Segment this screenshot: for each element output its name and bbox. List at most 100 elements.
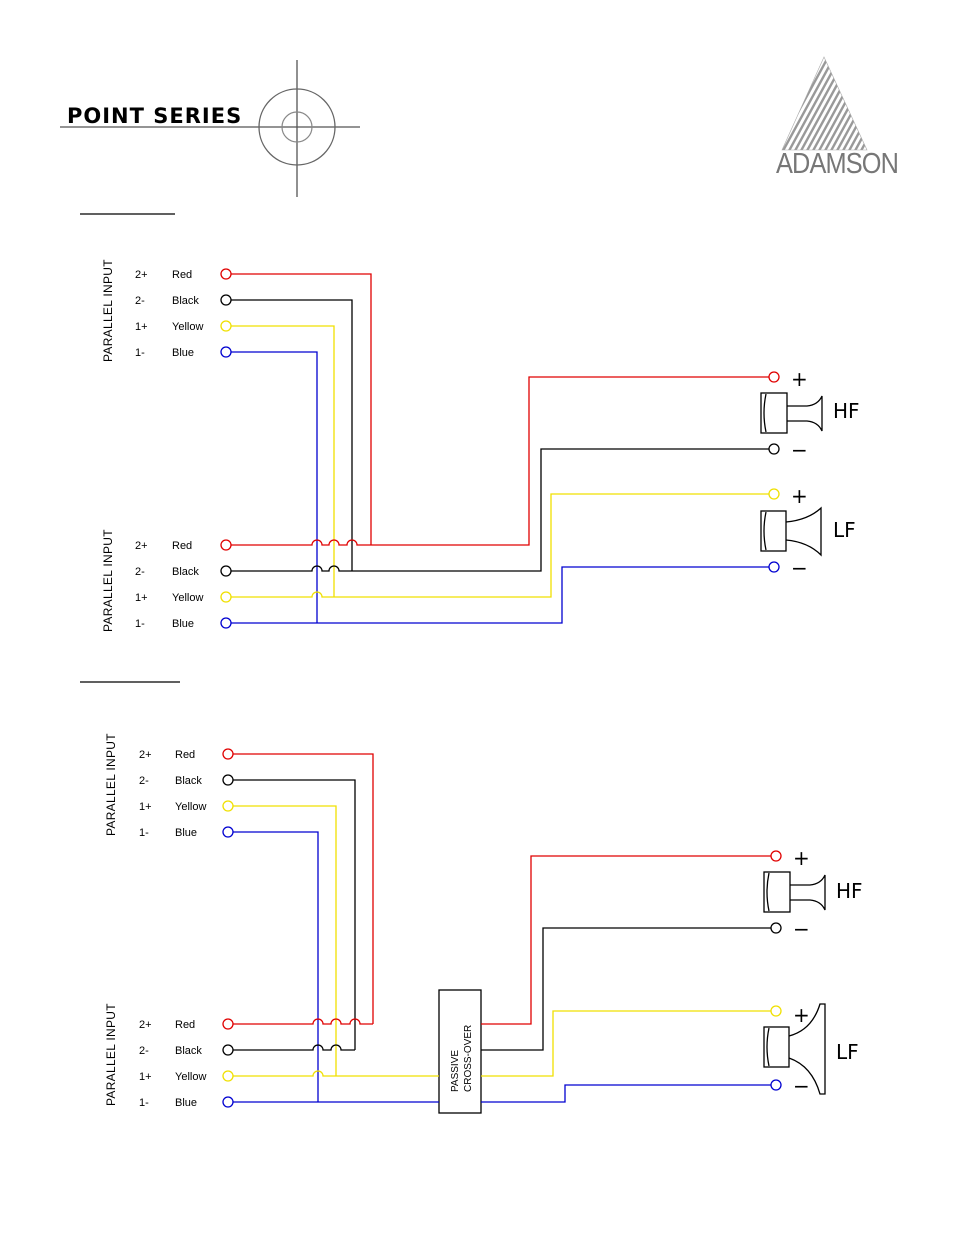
- hf-plus-terminal: [770, 850, 782, 862]
- terminal-red: [222, 1018, 234, 1030]
- terminal-black: [220, 294, 232, 306]
- wire-color-label: Red: [175, 749, 195, 761]
- wire-color-label: Black: [172, 566, 199, 578]
- pin-label: 2+: [135, 540, 148, 552]
- terminal-yellow: [222, 800, 234, 812]
- pin-label: 2-: [139, 775, 149, 787]
- terminal-blue: [222, 1096, 234, 1108]
- brand-stripe: [916, 50, 954, 160]
- brand-logo: ADAMSON: [640, 50, 954, 180]
- terminal-yellow: [222, 1070, 234, 1082]
- lf-plus-terminal: [770, 1005, 782, 1017]
- hf-label: HF: [833, 399, 860, 423]
- wire-blue-to-lf-minus: [231, 566, 769, 624]
- brand-stripe: [782, 57, 840, 150]
- brand-stripe: [706, 50, 766, 160]
- terminal-black: [222, 774, 234, 786]
- wire-color-label: Blue: [175, 1097, 197, 1109]
- wire-red-lower: [233, 1018, 373, 1025]
- pin-label: 1-: [139, 1097, 149, 1109]
- connector-title: PARALLEL INPUT: [101, 259, 115, 362]
- pin-label: 2-: [139, 1045, 149, 1057]
- wire-red-to-hf-plus: [481, 855, 771, 1025]
- pin-label: 2+: [135, 269, 148, 281]
- brand-stripe: [910, 50, 954, 160]
- terminal-yellow: [220, 320, 232, 332]
- pin-label: 1+: [135, 321, 148, 333]
- wire-yellow-to-crossover: [233, 1070, 439, 1077]
- hf-minus-terminal: [770, 922, 782, 934]
- brand-stripe: [898, 50, 954, 160]
- wire-black-lower: [233, 1044, 355, 1051]
- wire-blue-to-lf-minus: [481, 1084, 771, 1103]
- diagram-1: PARALLEL INPUT 2+ 2- 1+ 1- Red Black Yel…: [101, 259, 860, 632]
- diagram-1-lower-connector: PARALLEL INPUT 2+ 2- 1+ 1- Red Black Yel…: [101, 529, 232, 632]
- series-logo: POINT SERIES: [60, 60, 360, 197]
- plus-sign: +: [791, 484, 808, 508]
- diagram-1-wires: [231, 273, 769, 624]
- wire-color-label: Yellow: [172, 592, 203, 604]
- brand-stripe: [824, 57, 867, 150]
- wire-color-label: Blue: [175, 827, 197, 839]
- plus-sign: +: [791, 367, 808, 391]
- pin-label: 1+: [135, 592, 148, 604]
- wire-color-label: Black: [172, 295, 199, 307]
- plus-sign: +: [793, 1003, 810, 1027]
- wire-black-to-hf-minus: [481, 927, 771, 1051]
- wire-color-label: Yellow: [172, 321, 203, 333]
- pin-label: 1-: [135, 347, 145, 359]
- brand-stripe: [688, 50, 748, 160]
- wire-black-to-hf-minus: [231, 448, 769, 572]
- brand-stripe: [842, 57, 867, 150]
- pin-label: 1-: [139, 827, 149, 839]
- plus-sign: +: [793, 846, 810, 870]
- lf-label: LF: [836, 1040, 859, 1064]
- brand-stripe: [694, 50, 754, 160]
- wire-color-label: Black: [175, 1045, 202, 1057]
- brand-stripe: [904, 50, 954, 160]
- wire-color-label: Red: [172, 540, 192, 552]
- crossover-label-line-1: PASSIVE: [450, 1050, 461, 1092]
- hf-label: HF: [836, 879, 863, 903]
- brand-stripe: [700, 50, 760, 160]
- pin-label: 1+: [139, 801, 152, 813]
- lf-driver-icon: [760, 506, 822, 557]
- terminal-blue: [220, 346, 232, 358]
- hf-minus-terminal: [768, 443, 780, 455]
- crossover-box: [438, 989, 482, 1114]
- lf-minus-terminal: [768, 561, 780, 573]
- lf-plus-terminal: [768, 488, 780, 500]
- hf-driver-icon: [760, 392, 823, 434]
- lf-driver-icon: [763, 1003, 826, 1095]
- wire-yellow-to-lf-plus: [481, 1010, 771, 1077]
- brand-stripe: [866, 57, 867, 150]
- brand-stripe: [874, 50, 934, 160]
- terminal-black: [222, 1044, 234, 1056]
- brand-stripe: [854, 57, 867, 150]
- brand-stripe: [836, 57, 867, 150]
- wire-blue-upper: [233, 831, 319, 1102]
- connector-title: PARALLEL INPUT: [101, 529, 115, 632]
- diagram-2: PARALLEL INPUT 2+ 2- 1+ 1- Red Black Yel…: [104, 733, 863, 1114]
- hf-plus-terminal: [768, 371, 780, 383]
- brand-name: ADAMSON: [776, 148, 898, 180]
- wire-color-label: Blue: [172, 347, 194, 359]
- wire-black-upper: [231, 299, 353, 571]
- terminal-black: [220, 565, 232, 577]
- pin-label: 1+: [139, 1071, 152, 1083]
- lf-label: LF: [833, 518, 856, 542]
- terminal-blue: [222, 826, 234, 838]
- diagram-2-upper-connector: PARALLEL INPUT 2+ 2- 1+ 1- Red Black Yel…: [104, 733, 234, 839]
- logo-outer-ring: [258, 88, 336, 166]
- brand-stripe: [782, 57, 792, 150]
- brand-stripe: [892, 50, 952, 160]
- lf-minus-terminal: [770, 1079, 782, 1091]
- brand-stripe: [640, 50, 700, 160]
- pin-label: 1-: [135, 618, 145, 630]
- terminal-red: [222, 748, 234, 760]
- diagram-2-lower-connector: PARALLEL INPUT 2+ 2- 1+ 1- Red Black Yel…: [104, 1003, 234, 1109]
- minus-sign: −: [793, 917, 810, 941]
- wire-red-to-hf-plus: [231, 376, 769, 546]
